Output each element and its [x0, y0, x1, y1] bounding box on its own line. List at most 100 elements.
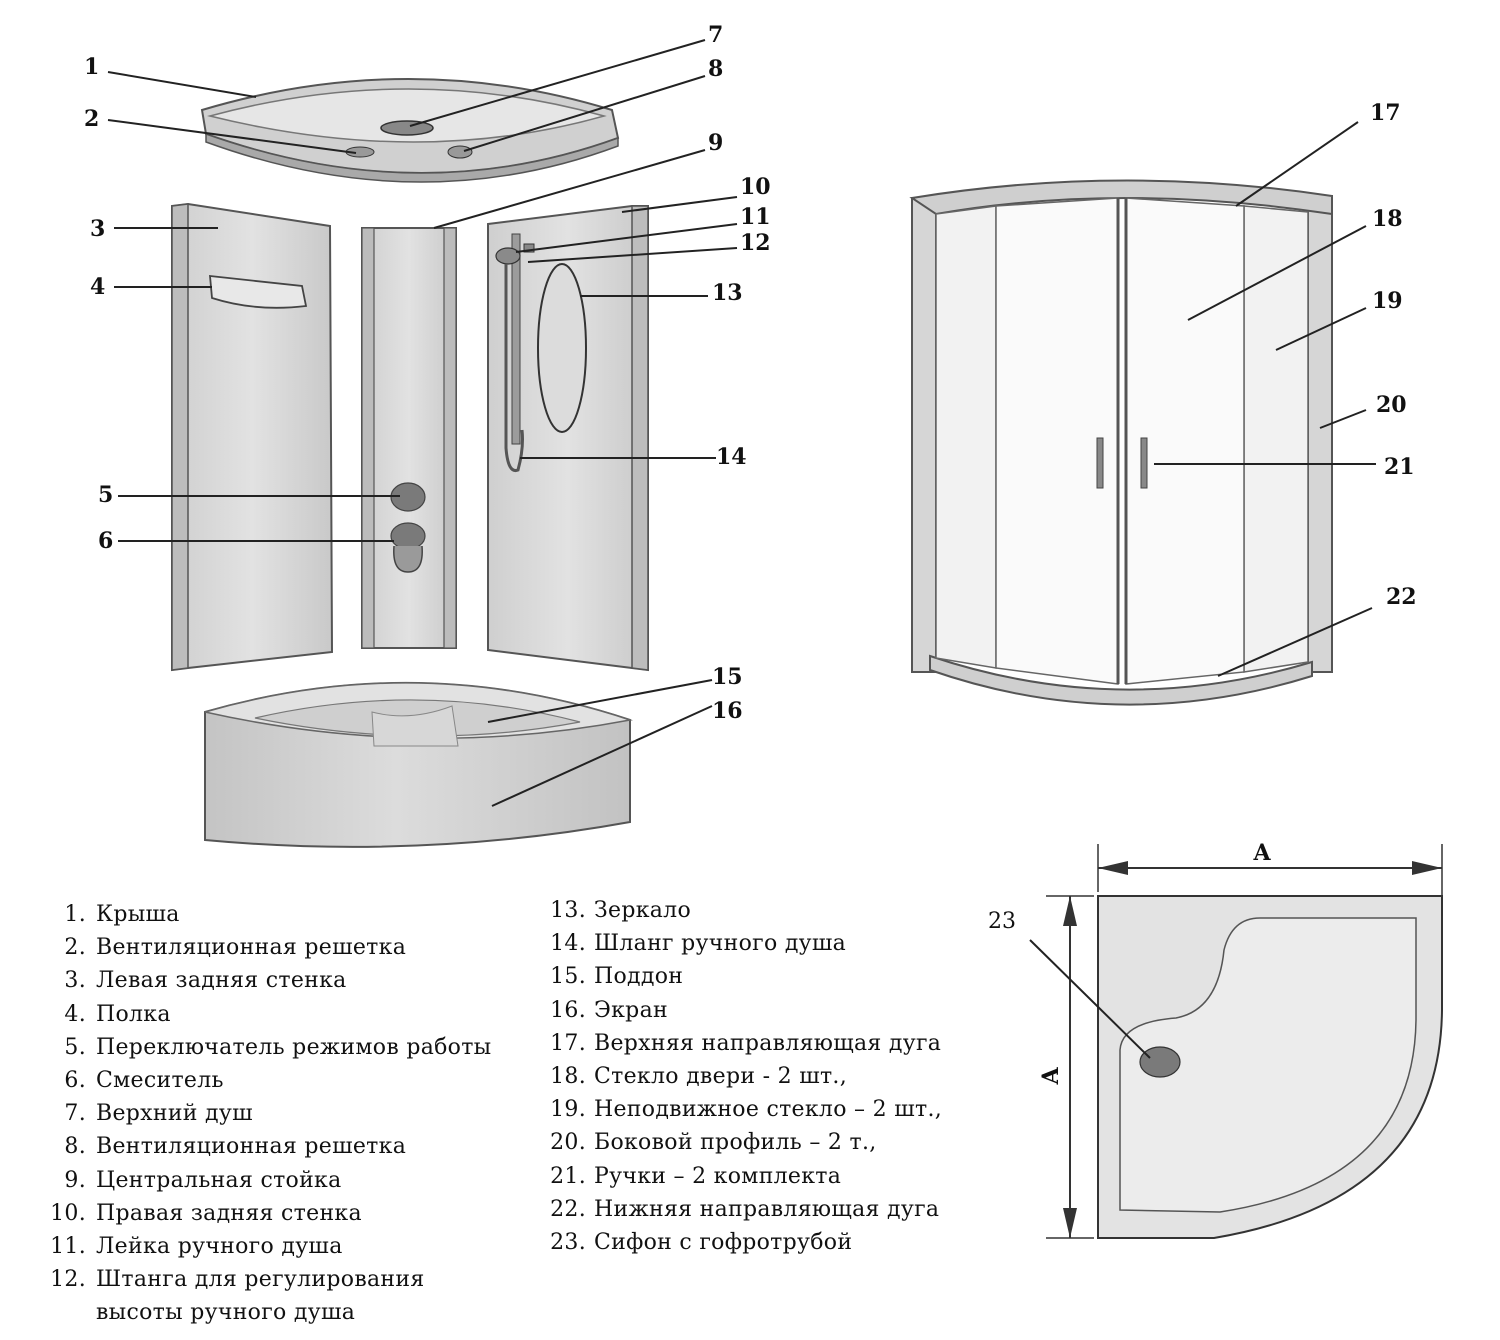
- callout-3: 3: [90, 216, 105, 242]
- legend-item-text: Сифон с гофротрубой: [594, 1230, 853, 1256]
- callout-15: 15: [712, 664, 743, 690]
- callout-21: 21: [1384, 454, 1415, 480]
- legend-item-text: Экран: [594, 997, 668, 1023]
- hand-shower-head: [495, 247, 521, 265]
- callout-18: 18: [1372, 206, 1403, 232]
- legend-item-text: Верхний душ: [96, 1101, 253, 1127]
- top-shower-head: [380, 120, 434, 136]
- right-back-wall: [487, 205, 649, 672]
- legend-item: 7. Верхний душ: [48, 1097, 492, 1130]
- legend-item-text: Центральная стойка: [96, 1167, 342, 1193]
- callout-7: 7: [708, 22, 723, 48]
- legend-item-text: Правая задняя стенка: [96, 1200, 362, 1226]
- legend-item: 9.Центральная стойка: [48, 1164, 492, 1197]
- legend-item: 4. Полка: [48, 998, 492, 1031]
- legend-item: 3.Левая задняя стенка: [48, 964, 492, 997]
- legend-item-text: Вентиляционная решетка: [96, 935, 407, 961]
- legend-item-text: Переключатель режимов работы: [96, 1034, 492, 1060]
- legend-left: 1. Крыша 2. Вентиляционная решетка 3.Левая з…: [48, 898, 492, 1330]
- legend-item: 6.Смеситель: [48, 1064, 492, 1097]
- callout-4: 4: [90, 274, 105, 300]
- callout-11: 11: [740, 204, 771, 230]
- legend-item-text: Левая задняя стенка: [96, 968, 347, 994]
- shower-hose: [504, 264, 524, 473]
- callout-12: 12: [740, 230, 771, 256]
- mirror: [537, 263, 587, 433]
- legend-item-text: Полка: [96, 1001, 171, 1027]
- legend-item-number: 19.: [550, 1097, 586, 1123]
- legend-item-number: 14.: [550, 931, 586, 957]
- legend-item-number: 4.: [64, 1001, 86, 1027]
- legend-item: 14. Шланг ручного душа: [548, 927, 942, 960]
- dimension-a-height: A: [1038, 1067, 1064, 1086]
- legend-item: 23. Сифон с гофротрубой: [548, 1226, 942, 1259]
- legend-item: 10. Правая задняя стенка: [48, 1197, 492, 1230]
- tray-plan-view: A A: [1038, 840, 1443, 1239]
- legend-item: 21.Ручки – 2 комплекта: [548, 1160, 942, 1193]
- legend-item-number: 2.: [64, 935, 86, 961]
- legend-item-number: 8.: [64, 1134, 86, 1160]
- callout-16: 16: [712, 698, 743, 724]
- legend-item: 17. Верхняя направляющая дуга: [548, 1027, 942, 1060]
- legend-item-text: Стекло двери - 2 шт.,: [594, 1064, 848, 1090]
- legend-item-continuation: высоты ручного душа: [96, 1300, 356, 1326]
- vent-grille-right: [447, 145, 473, 159]
- legend-item-number: 6.: [64, 1068, 86, 1094]
- legend-item: 11.Лейка ручного душа: [48, 1230, 492, 1263]
- legend-item-text: Зеркало: [594, 898, 691, 923]
- legend-item-number: 5.: [64, 1034, 86, 1060]
- callout-numbers: 1 2 3 4 5 6 7 8 9 10 11 12 13 14 15 16 1…: [84, 22, 1417, 934]
- shower-tray: [204, 681, 633, 848]
- shower-rod: [495, 233, 535, 473]
- mixer: [390, 522, 426, 573]
- legend-item: 5. Переключатель режимов работы: [48, 1031, 492, 1064]
- legend-item-number: 15.: [550, 964, 586, 990]
- cabin-front-view: [909, 179, 1333, 706]
- central-column: [361, 227, 457, 649]
- legend-item: 15. Поддон: [548, 960, 942, 993]
- legend-item-text: Верхняя направляющая дуга: [594, 1030, 942, 1056]
- legend-item-number: 16.: [550, 997, 586, 1023]
- callout-10: 10: [740, 174, 771, 200]
- legend-item-text: Вентиляционная решетка: [96, 1134, 407, 1160]
- legend-item-text: Штанга для регулирования: [96, 1267, 425, 1293]
- legend-item-number: 7.: [64, 1101, 86, 1127]
- legend-item-text: Неподвижное стекло – 2 шт.,: [594, 1097, 943, 1123]
- shelf: [209, 274, 308, 309]
- legend-item-number: 11.: [50, 1234, 86, 1260]
- legend-item-number: 1.: [64, 902, 86, 927]
- legend-item: 16. Экран: [548, 994, 942, 1027]
- legend-item-number: 10.: [50, 1200, 86, 1226]
- legend-item-number: 18.: [550, 1064, 586, 1090]
- legend-item-number: 22.: [550, 1196, 586, 1222]
- callout-8: 8: [708, 56, 723, 82]
- callout-23: 23: [988, 909, 1016, 934]
- legend-item-number: 13.: [550, 898, 586, 923]
- legend-item-text: Шланг ручного душа: [594, 931, 847, 957]
- legend-item: 2. Вентиляционная решетка: [48, 931, 492, 964]
- legend-item: 18. Стекло двери - 2 шт.,: [548, 1060, 942, 1093]
- siphon-drain: [1139, 1046, 1181, 1078]
- legend-item-text: Крыша: [96, 902, 180, 927]
- leader-lines: [107, 39, 1376, 1059]
- callout-6: 6: [98, 528, 113, 554]
- legend-item: 19. Неподвижное стекло – 2 шт.,: [548, 1093, 942, 1126]
- callout-14: 14: [716, 444, 747, 470]
- legend-item-number: 17.: [550, 1030, 586, 1056]
- legend-item-number: 23.: [550, 1230, 586, 1256]
- legend-item: 1. Крыша: [48, 898, 492, 931]
- door-handle-left: [1096, 437, 1104, 489]
- callout-9: 9: [708, 130, 723, 156]
- legend-item-number: 20.: [550, 1130, 586, 1156]
- callout-2: 2: [84, 106, 99, 132]
- left-back-wall: [171, 202, 334, 672]
- legend-item-text: Поддон: [594, 964, 684, 990]
- callout-17: 17: [1370, 100, 1401, 126]
- legend-item-text: Нижняя направляющая дуга: [594, 1196, 940, 1222]
- roof: [200, 78, 620, 183]
- door-handle-right: [1140, 437, 1148, 489]
- legend-item-number: 21.: [550, 1163, 586, 1189]
- legend-item: 12.Штанга для регулирования: [48, 1263, 492, 1296]
- legend-item: 20.Боковой профиль – 2 т.,: [548, 1126, 942, 1159]
